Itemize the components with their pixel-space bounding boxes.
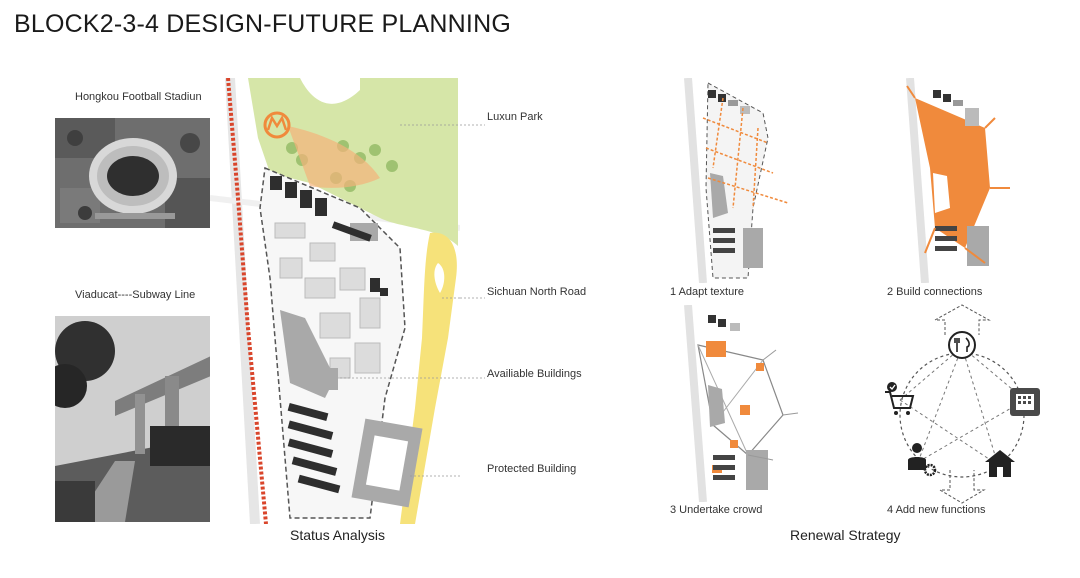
protected-building-label: Protected Building — [487, 463, 577, 475]
stadium-photo-label: Hongkou Football Stadiun — [75, 91, 202, 103]
viaduct-photo-label: Viaducat----Subway Line — [75, 289, 196, 301]
stadium-aerial-photo — [55, 118, 211, 228]
viaduct-photo — [55, 316, 211, 522]
renewal-step-2-diagram — [895, 78, 1025, 283]
metro-icon — [263, 111, 291, 139]
renewal-step-4-label: 4 Add new functions — [887, 504, 986, 516]
renewal-step-1-label: 1 Adapt texture — [670, 286, 744, 298]
renewal-step-1-diagram — [668, 78, 803, 283]
subway-rail-line — [226, 78, 268, 524]
renewal-step-2-label: 2 Build connections — [887, 286, 983, 298]
page-title: BLOCK2-3-4 DESIGN-FUTURE PLANNING — [14, 10, 511, 38]
renewal-strategy-caption: Renewal Strategy — [790, 527, 901, 543]
worker-gear-icon — [908, 443, 937, 477]
renewal-step-3-label: 3 Undertake crowd — [670, 504, 763, 516]
luxun-park-label: Luxun Park — [487, 111, 543, 123]
sichuan-road-label: Sichuan North Road — [487, 286, 587, 298]
renewal-step-4-diagram — [880, 300, 1050, 505]
office-building-icon — [1010, 388, 1040, 416]
shopping-cart-icon — [885, 382, 915, 415]
status-analysis-caption: Status Analysis — [290, 527, 385, 543]
protected-building — [351, 418, 423, 508]
dining-icon — [948, 331, 976, 359]
site-plan-map — [210, 78, 460, 524]
leader-lines — [460, 124, 485, 379]
home-icon — [985, 450, 1015, 477]
available-buildings-label: Availiable Buildings — [487, 368, 582, 380]
renewal-step-3-diagram — [668, 305, 803, 502]
